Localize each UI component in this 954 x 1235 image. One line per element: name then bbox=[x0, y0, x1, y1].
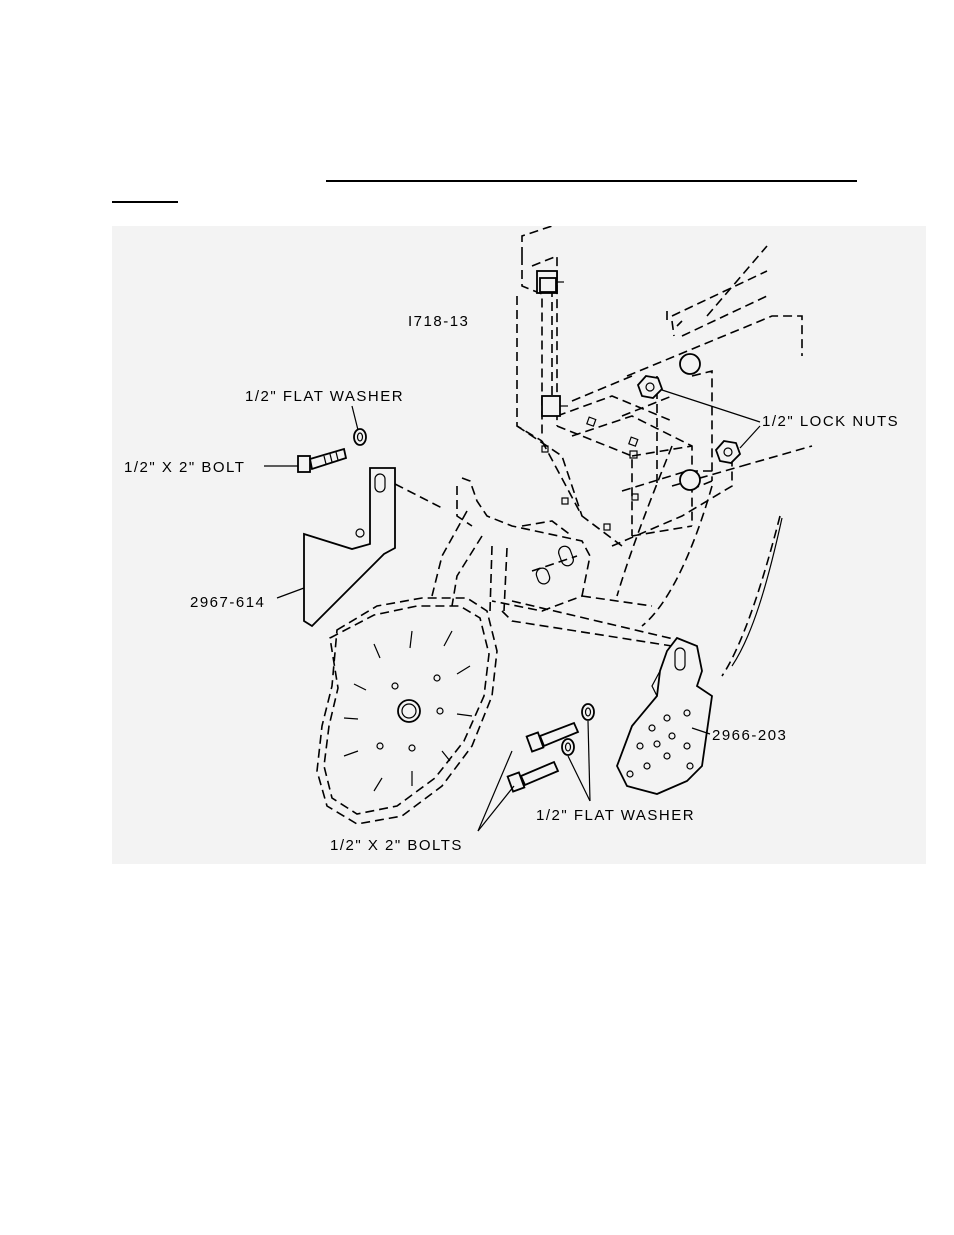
label-bolts-bottom: 1/2" X 2" BOLTS bbox=[330, 837, 463, 854]
top-bolt bbox=[298, 449, 346, 472]
label-flat-washer-bottom: 1/2" FLAT WASHER bbox=[536, 807, 695, 824]
bottom-bolts bbox=[508, 723, 578, 792]
top-flat-washer bbox=[354, 429, 366, 445]
part-2966-203[interactable] bbox=[617, 638, 712, 794]
label-lock-nuts: 1/2" LOCK NUTS bbox=[762, 413, 899, 430]
part-2967-614[interactable] bbox=[304, 468, 395, 626]
assembly-diagram: I718-13 bbox=[112, 226, 926, 864]
lock-nuts bbox=[638, 376, 740, 463]
label-bolt-top: 1/2" X 2" BOLT bbox=[124, 459, 245, 476]
header-rule-short bbox=[112, 201, 178, 203]
label-part-2967-614: 2967-614 bbox=[190, 594, 265, 611]
upper-bolts bbox=[537, 271, 700, 490]
label-part-2966-203: 2966-203 bbox=[712, 727, 787, 744]
header-rule-long bbox=[326, 180, 857, 182]
bracket-holes bbox=[542, 417, 638, 530]
gauge-wheel bbox=[317, 598, 497, 824]
drawing-id: I718-13 bbox=[408, 313, 469, 330]
label-flat-washer-top: 1/2" FLAT WASHER bbox=[245, 388, 404, 405]
shank-assembly bbox=[432, 478, 682, 646]
